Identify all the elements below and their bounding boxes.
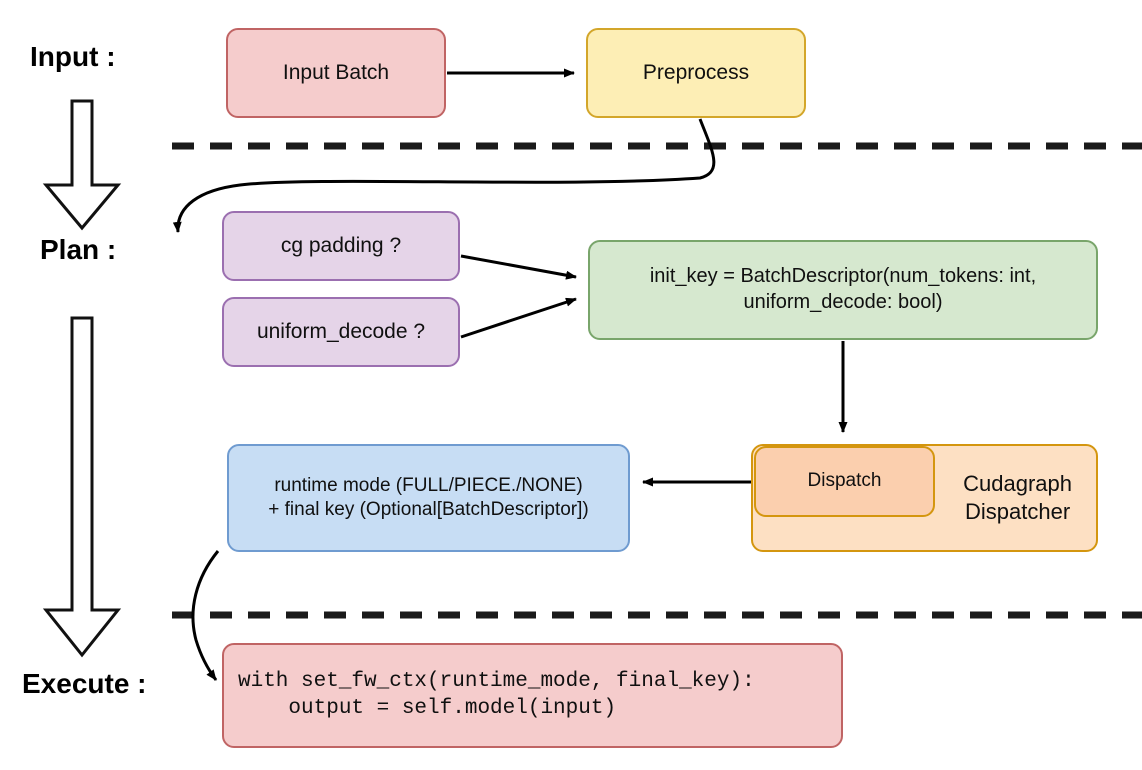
stage-label-execute: Execute : [22,668,147,699]
uniform-decode-to-init-key-connector [460,297,577,339]
runtime-mode-to-execute-code-connector [191,550,220,681]
plan-to-execute-block-arrow [42,316,122,658]
input-to-plan-block-arrow [42,99,122,231]
node-cg-padding[interactable]: cg padding ? [222,211,460,281]
node-preprocess[interactable]: Preprocess [586,28,806,118]
node-runtime-mode[interactable]: runtime mode (FULL/PIECE./NONE) + final … [227,444,630,552]
stage-label-plan: Plan : [40,234,117,265]
node-input-batch[interactable]: Input Batch [226,28,446,118]
node-execute-code[interactable]: with set_fw_ctx(runtime_mode, final_key)… [222,643,843,748]
node-dispatch[interactable]: Dispatch [754,446,935,517]
cg-padding-to-init-key-connector [460,254,577,280]
node-uniform-decode[interactable]: uniform_decode ? [222,297,460,367]
preprocess-to-cg-padding-connector [172,118,716,233]
node-init-key[interactable]: init_key = BatchDescriptor(num_tokens: i… [588,240,1098,340]
stage-label-input: Input : [30,41,116,72]
